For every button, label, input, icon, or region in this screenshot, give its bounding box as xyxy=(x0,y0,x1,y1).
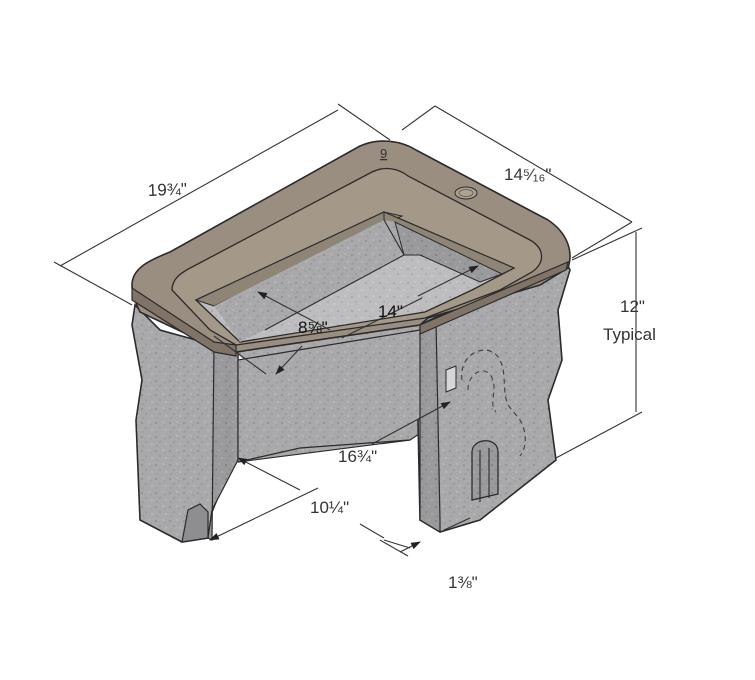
dim-wall-thickness: 1⅜" xyxy=(448,573,478,592)
rim-number-marking: 9 xyxy=(380,146,387,161)
dimension-lines xyxy=(53,103,643,557)
dim-height: 12" xyxy=(620,297,645,316)
dim-top-width: 14⁵⁄₁₆" xyxy=(504,165,551,184)
left-wall-notch xyxy=(181,503,209,543)
dim-height-note: Typical xyxy=(603,325,656,344)
inner-far-wall xyxy=(214,220,404,342)
dim-inner-length: 14" xyxy=(378,302,403,321)
pipe-slot xyxy=(471,440,499,501)
right-end-wall-edge xyxy=(419,319,441,534)
dim-base-length: 16¾" xyxy=(338,447,377,466)
dimension-labels: 19¾" 14⁵⁄₁₆" 12" Typical 8⅝" 14" 16¾" 10… xyxy=(147,165,655,592)
rim-logo-mark xyxy=(454,186,478,200)
top-rim: 9 xyxy=(131,140,571,357)
dim-top-length: 19¾" xyxy=(147,180,187,200)
dim-opening-width: 10¼" xyxy=(310,498,349,517)
dim-inner-width: 8⅝" xyxy=(298,318,328,337)
knockout-outline xyxy=(461,349,526,457)
box-body xyxy=(131,222,571,543)
rim-front-edge xyxy=(131,286,237,357)
